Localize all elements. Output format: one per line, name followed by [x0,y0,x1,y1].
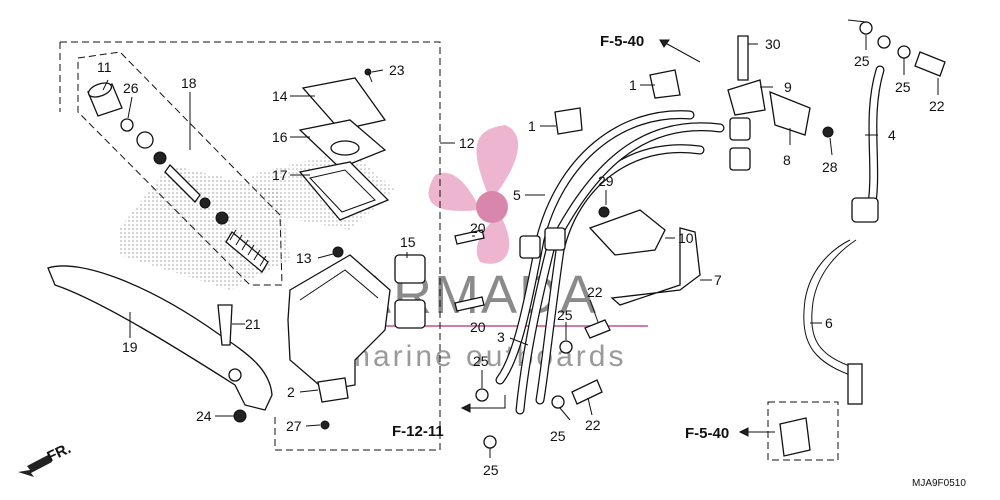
callout-20-upper: 20 [470,220,486,236]
nut-24 [233,409,247,423]
watermark-tagline: marine outboards [345,340,626,373]
callout-7: 7 [714,272,722,288]
leader-lines [102,19,939,458]
callout-20-lower: 20 [470,319,486,335]
right-hoses [727,21,946,461]
callout-14: 14 [272,88,288,104]
callout-17: 17 [272,167,288,183]
callout-19: 19 [122,339,138,355]
diagram-code: MJA9F0510 [912,478,966,489]
kit-12-outline [60,41,441,451]
callouts: 11 26 18 14 23 16 17 12 13 15 20 20 21 1… [97,36,945,478]
callout-18: 18 [181,75,197,91]
ref-right-bottom: F-5-40 [685,425,729,442]
propeller-logo [428,125,519,264]
callout-22-center: 22 [587,284,603,300]
bolt-20-lower [454,296,485,312]
brake-lever [47,265,273,411]
watermark-rule [358,325,648,327]
callout-3: 3 [497,329,505,345]
callout-25-bottom-mid: 25 [550,428,566,444]
callout-22-bottom: 22 [585,417,601,433]
callout-5: 5 [513,187,521,203]
callout-25-left: 25 [473,353,489,369]
callout-12: 12 [459,135,475,151]
callout-29: 29 [598,173,614,189]
callout-13: 13 [296,250,312,266]
callout-21: 21 [245,316,261,332]
pivot-bolt [217,304,233,346]
callout-2: 2 [287,384,295,400]
inset-box [767,401,839,461]
callout-16: 16 [272,129,288,145]
callout-27: 27 [286,418,302,434]
callout-1-lower: 1 [528,118,536,134]
kit-18-outline [77,51,283,286]
callout-15: 15 [400,234,416,250]
callout-6: 6 [825,315,833,331]
reservoir-cap-parts [298,68,390,221]
ref-left-bottom: F-12-11 [392,423,444,440]
callout-25-top-right: 25 [895,79,911,95]
master-cylinder-group [47,41,485,451]
master-cylinder-body [287,246,426,430]
callout-11: 11 [97,59,112,75]
brake-hoses [475,69,751,449]
piston-parts [87,82,269,273]
callout-22-right: 22 [929,98,945,114]
callout-25-center: 25 [557,307,573,323]
front-direction-indicator: FR. [18,440,74,477]
callout-25-top-left: 25 [854,53,870,69]
front-arrow-icon [18,455,52,477]
callout-10: 10 [678,230,694,246]
callout-9: 9 [784,79,792,95]
callout-26: 26 [123,80,139,96]
callout-28: 28 [822,159,838,175]
callout-4: 4 [888,127,896,143]
front-label: FR. [45,440,74,466]
callout-24: 24 [196,408,212,424]
callout-1-upper: 1 [629,77,637,93]
callout-30: 30 [765,36,781,52]
bolt-20-upper [454,229,485,245]
callout-25-bottom-left: 25 [483,462,499,478]
ref-top: F-5-40 [600,33,644,50]
callout-8: 8 [783,152,791,168]
callout-23: 23 [389,62,405,78]
